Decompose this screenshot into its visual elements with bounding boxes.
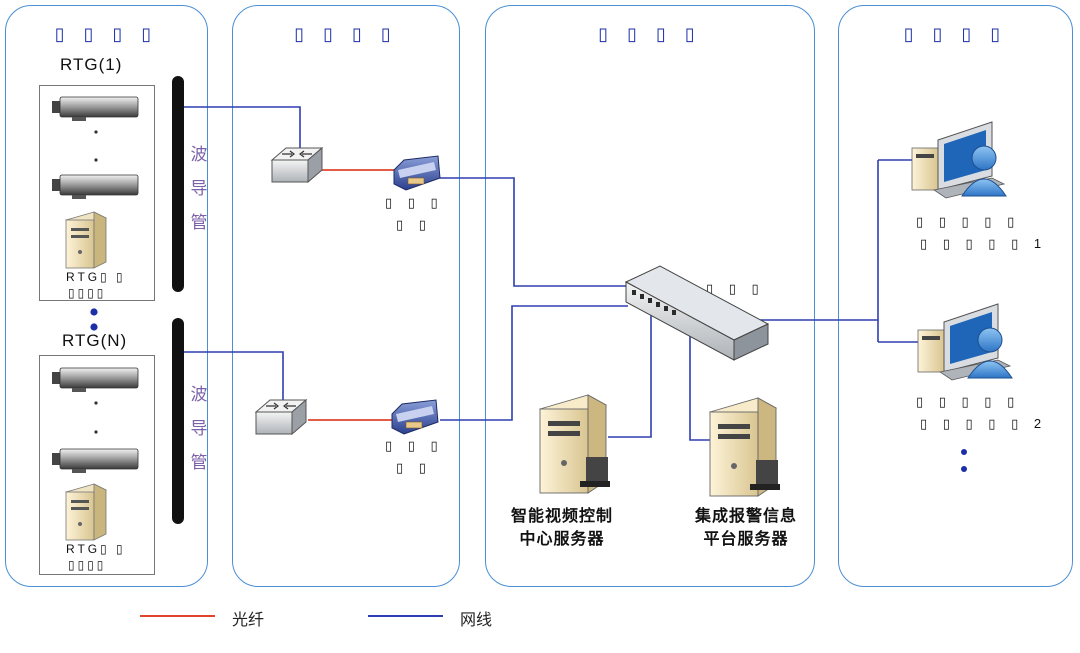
panel-header: ▯ ▯ ▯ ▯ (903, 24, 1008, 44)
waveguide-char: 波 (190, 145, 208, 164)
converter-label: ▯ ▯ (396, 460, 432, 475)
waveguide-char: 管 (190, 213, 208, 232)
panel-clients: ▯ ▯ ▯ ▯ (838, 5, 1073, 587)
legend-cable-label: 网线 (460, 612, 493, 629)
panel-header: ▯ ▯ ▯ ▯ (54, 24, 159, 44)
rtg-pc-label: RTG▯ ▯ (66, 542, 126, 556)
rtg-title: RTG(1) (60, 55, 123, 74)
panel-header: ▯ ▯ ▯ ▯ (598, 24, 702, 44)
rtg-pc-sublabel: ▯▯▯▯ (68, 558, 107, 572)
rtg-title: RTG(N) (62, 331, 128, 350)
waveguide-char: 波 (190, 385, 208, 404)
server-label: 智能视频控制 中心服务器 (496, 505, 628, 551)
rtg-pc-sublabel: ▯▯▯▯ (68, 286, 107, 300)
client-label: ▯ ▯ ▯ ▯ ▯ 1 (920, 236, 1048, 251)
waveguide-char: 导 (190, 179, 208, 198)
rtg-pc-label: RTG▯ ▯ (66, 270, 126, 284)
server-label-line1: 集成报警信息 (694, 508, 797, 525)
rtg-group-box (39, 85, 155, 301)
converter-label: ▯ ▯ (396, 217, 432, 232)
core-switch-label: ▯ ▯ ▯ (706, 281, 765, 296)
panel-header: ▯ ▯ ▯ ▯ (294, 24, 398, 44)
server-label-line1: 智能视频控制 (510, 508, 613, 525)
panel-transport: ▯ ▯ ▯ ▯ (232, 5, 460, 587)
legend-fiber-label: 光纤 (232, 612, 265, 629)
client-label: ▯ ▯ ▯ ▯ ▯ (916, 394, 1021, 409)
client-label: ▯ ▯ ▯ ▯ ▯ (916, 214, 1021, 229)
converter-label: ▯ ▯ ▯ (385, 438, 444, 453)
waveguide-char: 导 (190, 419, 208, 438)
server-label-line2: 中心服务器 (519, 531, 605, 548)
panel-control-center: ▯ ▯ ▯ ▯ (485, 5, 815, 587)
converter-label: ▯ ▯ ▯ (385, 195, 444, 210)
server-label-line2: 平台服务器 (703, 531, 789, 548)
waveguide-char: 管 (190, 453, 208, 472)
server-label: 集成报警信息 平台服务器 (680, 505, 812, 551)
client-label: ▯ ▯ ▯ ▯ ▯ 2 (920, 416, 1048, 431)
